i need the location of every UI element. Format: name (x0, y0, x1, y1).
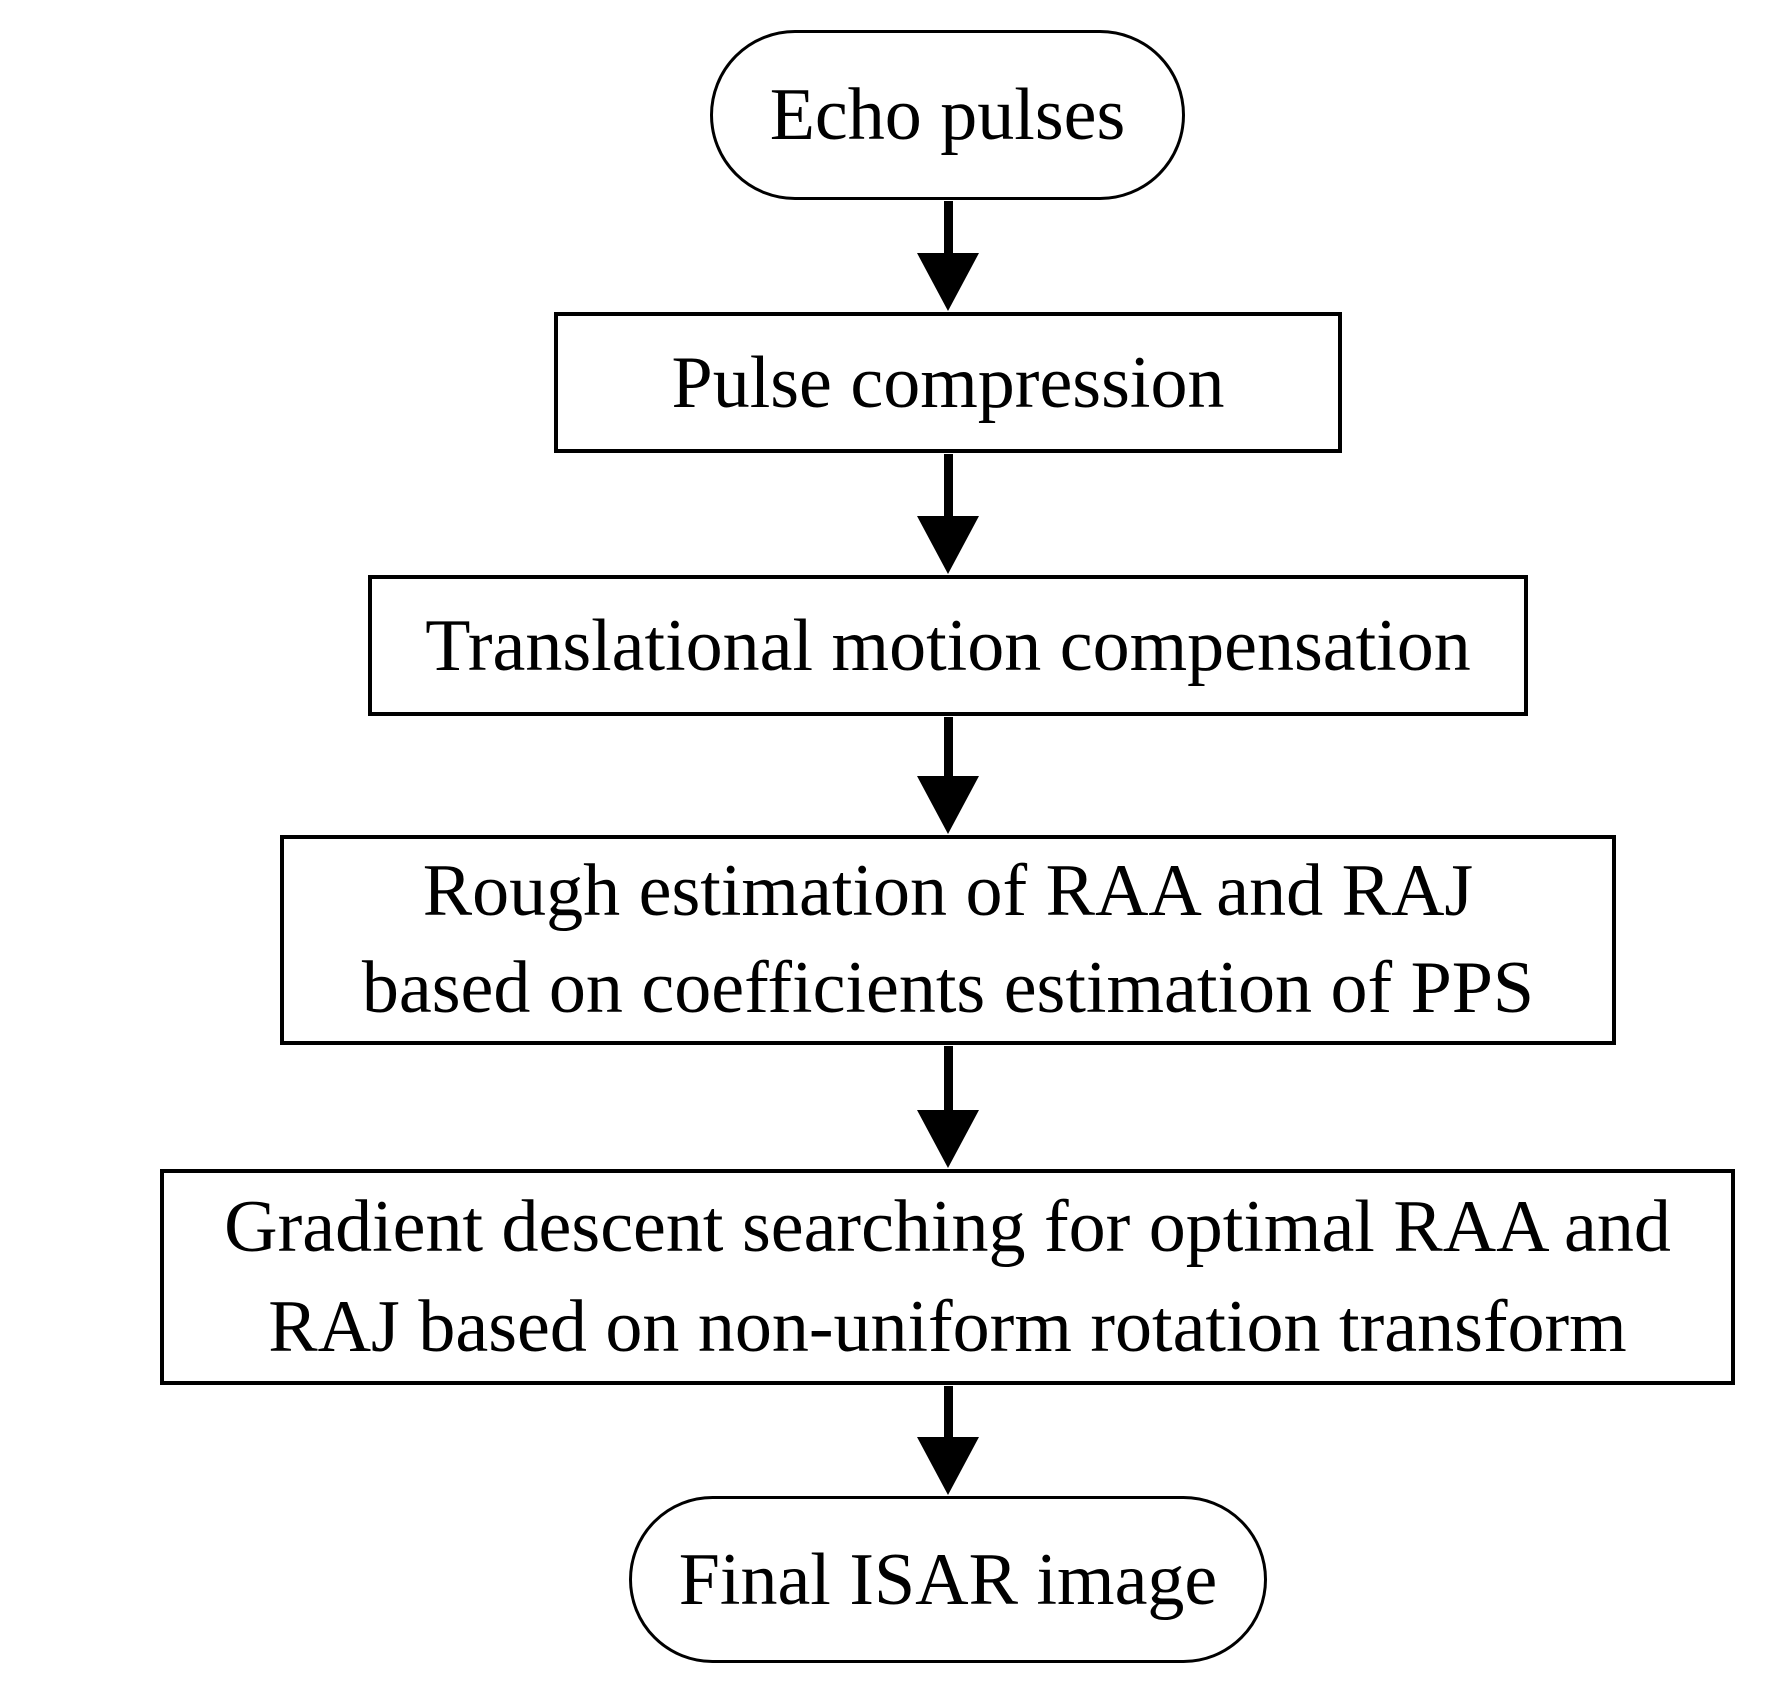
arrow-stem (943, 717, 953, 776)
arrow-down-icon (917, 1386, 979, 1495)
node-label: Pulse compression (671, 341, 1225, 424)
arrow-stem (943, 454, 953, 516)
node-rough-estimation: Rough estimation of RAA and RAJ based on… (280, 835, 1616, 1045)
arrow-down-icon (917, 454, 979, 574)
node-pulse-compression: Pulse compression (554, 312, 1342, 453)
node-label-line-1: Gradient descent searching for optimal R… (224, 1186, 1671, 1268)
arrow-head (917, 1110, 979, 1168)
node-gradient-descent-search: Gradient descent searching for optimal R… (160, 1169, 1735, 1385)
node-translational-motion-compensation: Translational motion compensation (368, 575, 1528, 716)
arrow-head (917, 1437, 979, 1495)
arrow-stem (943, 201, 953, 253)
arrow-stem (943, 1386, 953, 1437)
node-label: Translational motion compensation (425, 604, 1471, 687)
node-label-line-2: RAJ based on non-uniform rotation transf… (268, 1286, 1627, 1368)
arrow-stem (943, 1046, 953, 1110)
arrow-down-icon (917, 1046, 979, 1168)
node-label: Echo pulses (769, 74, 1126, 156)
node-label-line-1: Rough estimation of RAA and RAJ (422, 850, 1474, 932)
arrow-head (917, 253, 979, 311)
node-label-line-2: based on coefficients estimation of PPS (361, 947, 1535, 1029)
node-label: Final ISAR image (678, 1538, 1218, 1621)
arrow-down-icon (917, 201, 979, 311)
arrow-down-icon (917, 717, 979, 834)
node-echo-pulses: Echo pulses (710, 30, 1185, 200)
arrow-head (917, 516, 979, 574)
node-final-isar-image: Final ISAR image (629, 1496, 1267, 1663)
arrow-head (917, 776, 979, 834)
